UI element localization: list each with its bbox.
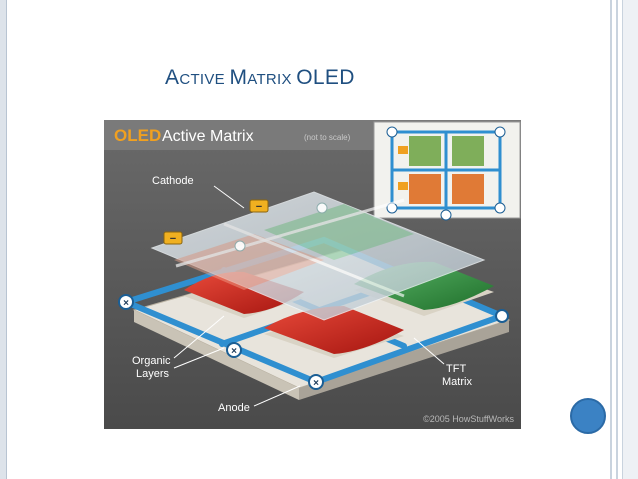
figure-copyright: ©2005 HowStuffWorks xyxy=(423,414,514,424)
title-part: M xyxy=(229,66,248,89)
cathode-label: Cathode xyxy=(152,175,194,187)
title-part: OLED xyxy=(296,66,355,89)
svg-text:×: × xyxy=(313,378,319,389)
title-part: A xyxy=(165,66,180,89)
figure-heading-text: Active Matrix xyxy=(162,128,254,145)
anode-label: Anode xyxy=(218,402,250,414)
cathode-terminals: − − xyxy=(163,199,328,252)
title-part: ATRIX xyxy=(247,71,297,88)
inset-pixel-diagram xyxy=(373,121,521,221)
figure-heading-note: (not to scale) xyxy=(304,133,351,142)
tft-terminals: × × × xyxy=(118,294,509,390)
svg-text:−: − xyxy=(256,201,262,213)
svg-text:×: × xyxy=(231,346,237,357)
organic-layers-label-line1: Organic xyxy=(132,355,171,367)
label-leader-lines xyxy=(173,185,445,407)
tft-matrix-label-line2: Matrix xyxy=(442,376,472,388)
slide-decoration-dot xyxy=(570,398,606,434)
slide-left-border xyxy=(0,0,7,479)
organic-layers-label-line2: Layers xyxy=(136,368,170,380)
slide-right-border xyxy=(610,0,638,479)
figure-heading-accent: OLED xyxy=(114,126,161,145)
cathode-glass-sheet xyxy=(150,191,486,321)
tft-matrix-label-line1: TFT xyxy=(446,363,466,375)
oled-diagram-figure: OLED Active Matrix (not to scale) × xyxy=(104,120,521,429)
organic-red-pixel-front xyxy=(264,306,404,358)
title-part: CTIVE xyxy=(179,71,230,88)
svg-text:×: × xyxy=(123,298,129,309)
slide-title: ACTIVE MATRIX OLED xyxy=(165,66,355,96)
svg-text:−: − xyxy=(170,233,176,245)
